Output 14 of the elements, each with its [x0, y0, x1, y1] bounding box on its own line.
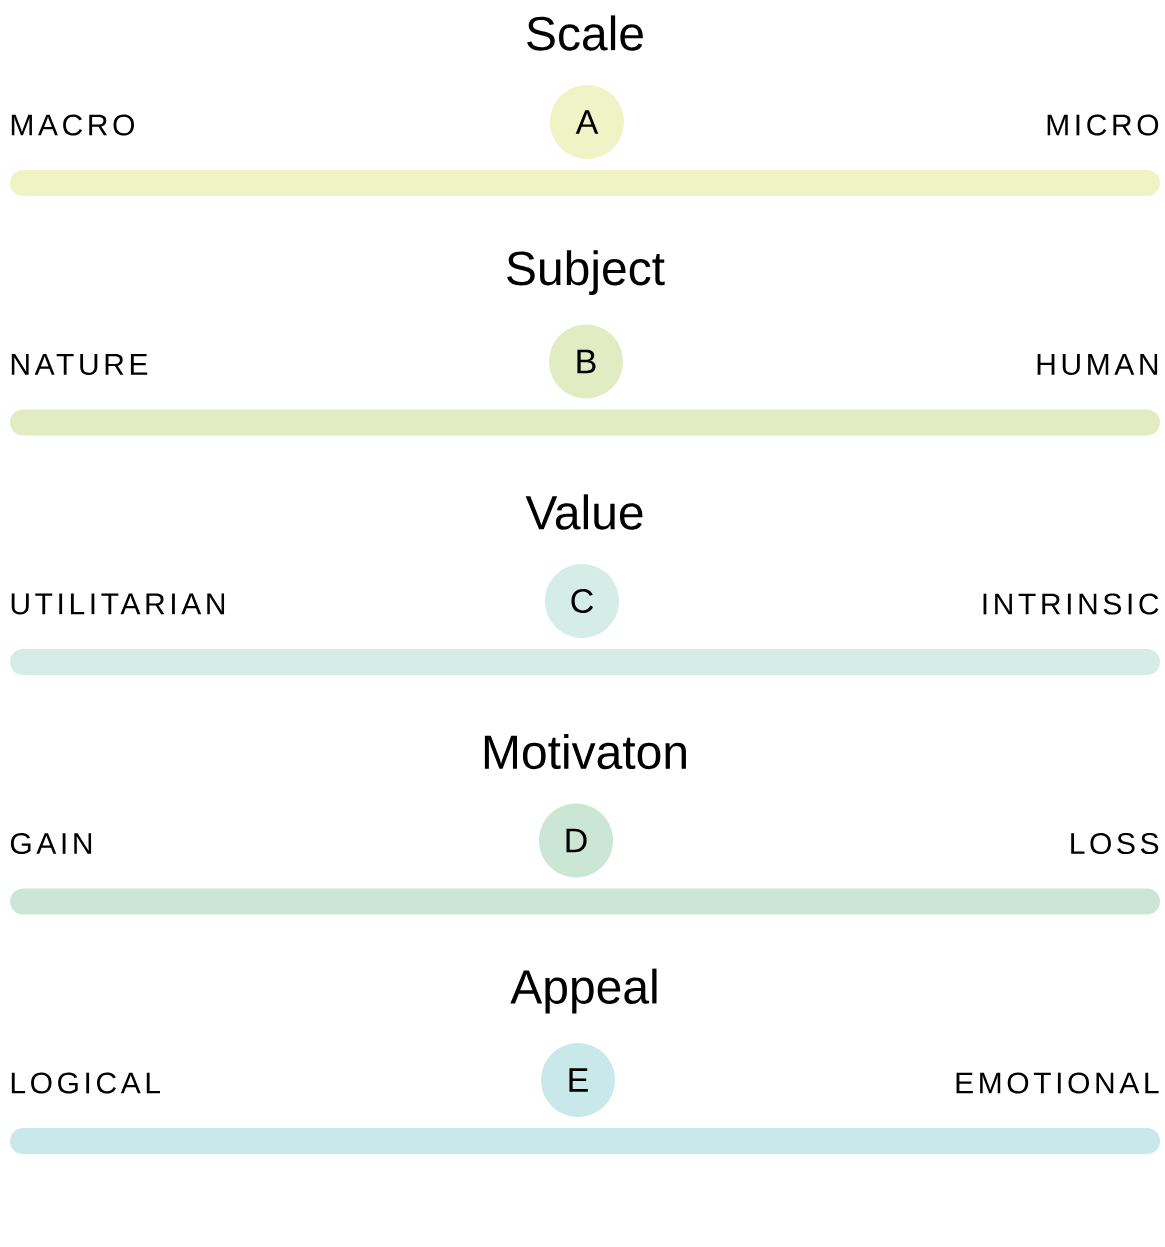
scale-title: Subject: [507, 250, 665, 295]
pole-label: LOGICAL: [11, 1072, 160, 1094]
pole-label: GAIN: [10, 832, 92, 855]
pole-label: LOSS: [1071, 832, 1159, 855]
pole-label: UTILITARIAN: [11, 593, 225, 615]
pole-label: NATURE: [11, 354, 148, 375]
pole-label: HUMAN: [1037, 354, 1158, 375]
scale-title: Appeal: [510, 968, 657, 1014]
scale-title: Motivaton: [484, 733, 686, 770]
pole-label: INTRINSIC: [983, 593, 1159, 615]
scale-title: Value: [525, 494, 643, 530]
pole-label: EMOTIONAL: [956, 1072, 1159, 1094]
pole-label: MACRO: [11, 114, 134, 136]
pole-label: MICRO: [1047, 114, 1159, 136]
